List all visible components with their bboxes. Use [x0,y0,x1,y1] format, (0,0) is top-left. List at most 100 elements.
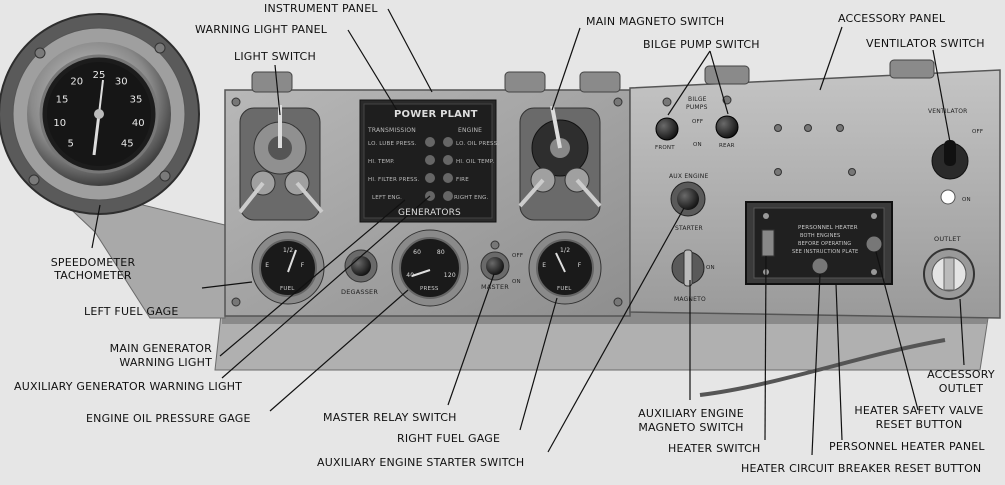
warn-hi-oil-temp-text: HI. OIL TEMP. [456,159,495,165]
label-heater-circuit-breaker: HEATER CIRCUIT BREAKER RESET BUTTON [741,462,982,475]
aux-engine-starter-switch [670,181,706,217]
warning-light-panel [359,99,497,223]
bilge-on-text: ON [693,142,702,148]
label-main-magneto-switch: MAIN MAGNETO SWITCH [586,15,725,28]
speedometer-tick-label: 35 [130,95,143,106]
speedometer-tick-label: 10 [53,118,66,129]
label-heater-switch: HEATER SWITCH [668,442,761,455]
heater-pressure-note-text: BEFORE OPERATING [798,241,852,247]
label-aux-engine: AUXILIARY ENGINE [638,407,744,420]
main-magneto-switch-assembly [518,105,602,221]
label-accessory: ACCESSORY [927,368,995,381]
engine-text: ENGINE [458,127,483,134]
generators-text: GENERATORS [398,208,461,218]
right-fuel-dial-text: FUEL [557,286,572,292]
label-ventilator-switch: VENTILATOR SWITCH [866,37,985,50]
ventilator-switch [931,140,969,205]
cable [699,338,946,397]
engine-oil-pressure-gage [391,229,469,307]
oil-gauge-tick-label: 60 [413,249,422,256]
label-instrument-panel: INSTRUMENT PANEL [264,2,378,15]
rear-text: REAR [719,143,735,149]
label-light-switch: LIGHT SWITCH [234,50,316,63]
label-main-generator: MAIN GENERATOR [109,342,212,355]
label-left-fuel-gage: LEFT FUEL GAGE [84,305,179,318]
degasser-text: DEGASSER [341,288,379,296]
label-personnel-heater-panel: PERSONNEL HEATER PANEL [829,440,985,453]
master-relay-switch [480,240,510,281]
left-fuel-tick-label: F [300,261,305,269]
label-heater-safety-valve: HEATER SAFETY VALVE [854,404,984,417]
label-aux-engine-starter-switch: AUXILIARY ENGINE STARTER SWITCH [317,456,525,469]
oil-gauge-tick-label: 80 [436,249,445,256]
label-engine-oil-pressure-gage: ENGINE OIL PRESSURE GAGE [86,412,251,425]
label-aux-generator-warning-light: AUXILIARY GENERATOR WARNING LIGHT [14,380,243,393]
master-off-text: OFF [512,253,524,259]
warn-hi-temp-text: HI. TEMP. [368,159,395,165]
personnel-heater-panel [745,201,893,285]
bilge-text: BILGE [688,96,707,103]
right-fuel-tick-label: F [577,261,582,269]
warn-right-eng-text: RIGHT ENG. [454,195,489,201]
speedometer-tick-label: 20 [70,77,83,88]
right-fuel-tick-label: E [542,261,547,269]
speedometer-tick-label: 30 [115,77,128,88]
front-text: FRONT [655,145,675,151]
oil-gauge-tick-label: 40 [406,271,415,279]
light-switch-assembly [238,105,324,221]
oil-gauge-tick-label: 120 [443,271,456,279]
power-plant-text: POWER PLANT [394,109,478,120]
magneto-text: MAGNETO [674,296,706,303]
ventilator-on-text: ON [962,197,971,203]
speedometer-tick-label: 45 [121,138,134,149]
bilge-off-text: OFF [692,119,704,125]
heater-title-text: PERSONNEL HEATER [798,225,858,231]
degasser-button [344,249,378,283]
speedometer-tick-label: 40 [132,118,145,129]
master-on-text: ON [512,279,521,285]
speedometer-tick-label: 25 [93,70,106,81]
speedometer-bracket [38,179,226,319]
label-magneto-switch: MAGNETO SWITCH [638,421,744,434]
heater-both-engines-text: BOTH ENGINES [800,233,841,239]
bilge-pump-switches [655,95,739,141]
left-fuel-tick-label: E [265,261,270,269]
warn-lo-lube-text: LO. LUBE PRESS. [368,141,417,147]
label-master-relay-switch: MASTER RELAY SWITCH [323,411,457,424]
outlet-text: OUTLET [934,235,961,243]
label-outlet: OUTLET [938,382,984,395]
label-heater-safety-reset: RESET BUTTON [875,418,963,431]
warn-hi-filter-text: HI. FILTER PRESS. [368,177,420,183]
label-accessory-panel: ACCESSORY PANEL [838,12,946,25]
warn-lo-oil-text: LO. OIL PRESS. [456,141,500,147]
speedometer-tick-label: 15 [56,95,69,106]
left-fuel-gage [251,231,325,305]
label-tachometer: TACHOMETER [54,269,132,282]
right-fuel-tick-label: 1/2 [560,247,571,254]
heater-instruction-text: SEE INSTRUCTION PLATE [792,249,859,255]
pumps-text: PUMPS [686,104,708,111]
starter-text: STARTER [675,225,703,232]
label-warning-light-panel: WARNING LIGHT PANEL [195,23,328,36]
speedometer-tick-label: 5 [68,138,74,149]
master-text: MASTER [481,283,509,291]
right-fuel-gage [528,231,602,305]
warn-left-eng-text: LEFT ENG. [372,195,403,201]
ventilator-off-text: OFF [972,129,984,135]
accessory-outlet [923,248,975,300]
magneto-on-text: ON [706,265,715,271]
ventilator-text: VENTILATOR [928,108,968,115]
left-fuel-dial-text: FUEL [280,286,295,292]
transmission-text: TRANSMISSION [368,127,416,134]
aux-engine-magneto-switch [671,249,705,287]
left-fuel-tick-label: 1/2 [283,247,294,254]
label-main-generator-warning: WARNING LIGHT [119,356,212,369]
warn-fire-text: FIRE [456,177,469,183]
aux-engine-text: AUX ENGINE [669,173,709,180]
oil-press-dial-text: PRESS [420,286,439,292]
leader-lines [91,8,965,456]
label-right-fuel-gage: RIGHT FUEL GAGE [397,432,501,445]
